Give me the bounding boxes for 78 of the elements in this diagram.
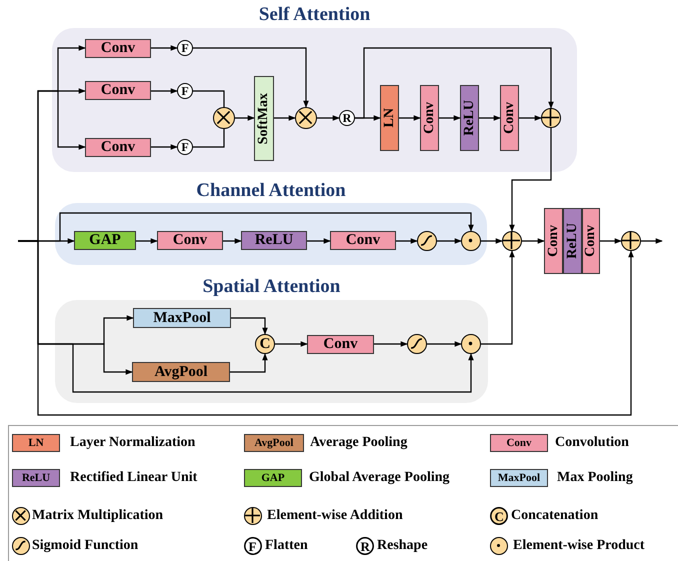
arrow	[427, 341, 462, 347]
layer-box: MaxPool	[133, 308, 231, 328]
arrow	[396, 238, 418, 244]
layer-box: Conv	[420, 85, 439, 151]
layer-box: GAP	[74, 231, 136, 250]
arrow	[307, 238, 331, 244]
arrow	[374, 341, 408, 347]
legend-swatch: Conv	[490, 434, 548, 452]
arrow	[481, 250, 515, 345]
legend-text: Rectified Linear Unit	[70, 469, 198, 487]
legend-text: Max Pooling	[557, 469, 633, 487]
legend-text: Global Average Pooling	[309, 469, 450, 487]
legend-text: Flatten	[265, 537, 308, 555]
arrow	[437, 238, 462, 244]
arrow	[439, 115, 461, 121]
legend-text: Element-wise Addition	[267, 507, 403, 525]
arrow	[151, 88, 178, 94]
arrow	[509, 128, 552, 232]
legend-swatch: MaxPool	[490, 469, 548, 487]
arrow	[317, 115, 340, 121]
attention-group	[55, 180, 487, 265]
arrow	[193, 47, 309, 108]
legend-text: Element-wise Product	[513, 537, 645, 555]
layer-box: ReLU	[241, 231, 307, 250]
attention-group	[55, 276, 488, 403]
arrow	[641, 238, 663, 244]
arrow	[481, 238, 503, 244]
legend-swatch: GAP	[244, 469, 302, 487]
legend-symbol-letter: R	[360, 540, 370, 553]
arrow	[600, 238, 622, 244]
legend-text: Average Pooling	[310, 434, 408, 452]
legend-symbol-letter: C	[494, 510, 504, 523]
layer-box: SoftMax	[254, 76, 274, 161]
arrow	[275, 341, 308, 347]
layer-box: AvgPool	[132, 362, 230, 382]
legend-text: Convolution	[555, 434, 629, 452]
layer-box: Conv	[330, 231, 396, 250]
arrow	[223, 238, 242, 244]
legend-swatch: AvgPool	[244, 434, 304, 452]
arrow	[193, 129, 225, 148]
arrow	[230, 353, 268, 373]
addition-node	[502, 231, 522, 251]
arrow	[355, 47, 554, 119]
arrow	[151, 45, 178, 51]
layer-box: ReLU	[563, 208, 582, 274]
legend-text: Reshape	[377, 537, 428, 555]
layer-box: Conv	[500, 85, 519, 151]
layer-box: Conv	[85, 138, 151, 157]
legend-swatch: LN	[12, 434, 60, 452]
addition-node	[621, 231, 641, 251]
arrow	[18, 240, 634, 416]
legend-symbol-letter: F	[248, 540, 256, 553]
group-title: Spatial Attention	[202, 276, 342, 298]
arrow	[479, 115, 501, 121]
arrow	[193, 90, 225, 107]
layer-box: Conv	[157, 231, 223, 250]
group-title: Self Attention	[258, 4, 372, 26]
arrow	[274, 115, 296, 121]
layer-box: Conv	[582, 208, 600, 274]
layer-box: ReLU	[460, 85, 479, 151]
arrow	[522, 238, 545, 244]
layer-box: Conv	[85, 81, 151, 100]
arrow	[231, 317, 268, 335]
arrow	[399, 115, 421, 121]
arrow	[519, 115, 542, 121]
legend-text: Sigmoid Function	[32, 537, 138, 555]
layer-box: Conv	[85, 39, 151, 58]
group-title: Channel Attention	[195, 180, 347, 202]
arrow	[235, 115, 255, 121]
legend-swatch: ReLU	[12, 469, 60, 487]
legend-text: Matrix Multiplication	[32, 507, 164, 525]
layer-box: Conv	[544, 208, 563, 274]
legend-text: Concatenation	[511, 507, 598, 525]
arrow	[136, 238, 158, 244]
arrow	[151, 144, 178, 150]
layer-box: Conv	[307, 335, 374, 354]
layer-box: LN	[380, 85, 399, 151]
legend-text: Layer Normalization	[70, 434, 196, 452]
